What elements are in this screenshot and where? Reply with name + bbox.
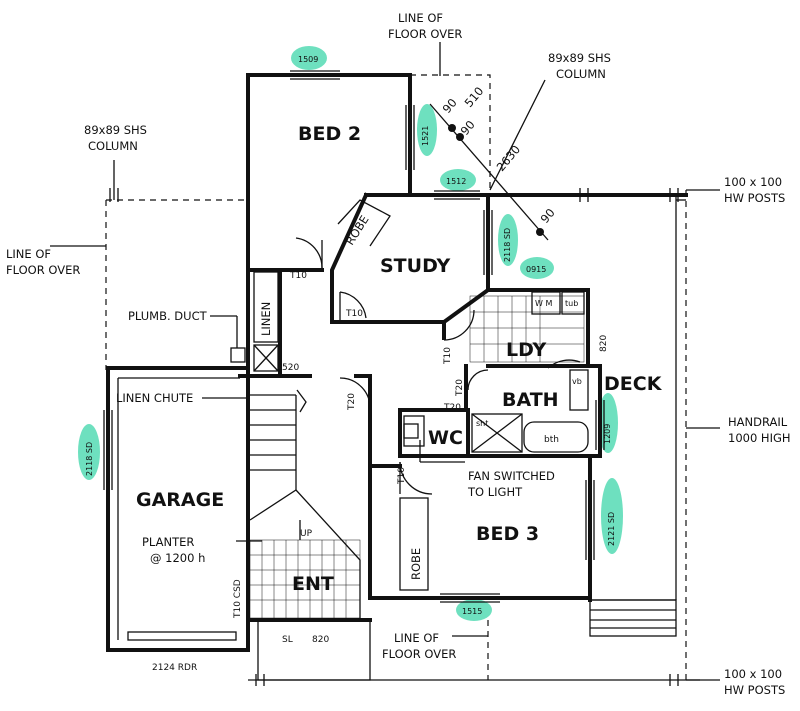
bath-label: bth [544,435,559,445]
hw-posts-top-2: HW POSTS [724,191,785,205]
door-t10-csd: T10 CSD [233,579,243,619]
linen-chute-note: LINEN CHUTE [116,391,193,405]
dim-2630: 2630 [494,142,524,173]
dim-1209: 1209 [603,424,612,444]
tub-label: tub [565,299,578,308]
dim-820-ldy: 820 [599,335,609,352]
room-label-robe-bottom: ROBE [409,548,423,580]
room-label-robe-top: ROBE [343,213,372,248]
leader-lines [50,42,720,681]
dim-2121sd: 2121 SD [607,512,616,546]
stairs [249,389,361,620]
washing-machine-label: W M [535,299,552,308]
plumb-duct-note: PLUMB. DUCT [128,309,208,323]
room-label-wc: WC [428,427,463,449]
floor-over-lines [105,74,687,680]
hw-posts-bottom-1: 100 x 100 [724,667,782,681]
robes [230,199,429,591]
floor-over-top-1: LINE OF [398,11,443,25]
dim-1515: 1515 [462,607,482,616]
dim-90-c: 90 [538,206,558,226]
floor-over-top-2: FLOOR OVER [388,27,462,41]
room-label-bed2: BED 2 [298,123,361,145]
column-right-2: COLUMN [556,67,606,81]
floor-over-left-1: LINE OF [6,247,51,261]
room-label-linen: LINEN [259,302,273,336]
fan-note-1: FAN SWITCHED [468,469,555,483]
dim-2118sd-left: 2118 SD [85,442,94,476]
windows [103,70,605,603]
dim-1512: 1512 [446,177,466,186]
dim-510: 510 [462,84,487,110]
dimension-diagonal [429,103,549,241]
roller-door-note: 2124 RDR [152,663,197,673]
dim-sl: SL [282,635,293,645]
floor-over-left-2: FLOOR OVER [6,263,80,277]
shower-label: sht [476,419,488,428]
column-left-2: COLUMN [88,139,138,153]
dim-0915: 0915 [526,265,546,274]
post-markers [109,188,679,686]
dim-520: 520 [282,363,299,373]
door-t10-study: T10 [345,309,363,319]
bath-fixtures [403,369,589,453]
dim-1509: 1509 [298,55,318,64]
door-t20-wc: T20 [443,403,461,413]
planter-height: @ 1200 h [150,551,205,565]
dim-90-a: 90 [440,96,460,116]
column-left-1: 89x89 SHS [84,123,147,137]
room-label-study: STUDY [380,255,450,277]
walls [106,73,688,652]
handrail-1: HANDRAIL [728,415,788,429]
room-label-bath: BATH [502,389,559,411]
dim-1521: 1521 [421,126,430,146]
door-t10-ldy: T10 [443,347,453,365]
doors [295,237,581,495]
room-label-deck: DECK [604,373,663,395]
window-highlights [78,46,623,621]
room-label-ldy: LDY [506,339,546,361]
room-label-garage: GARAGE [136,489,224,511]
floor-over-bottom-1: LINE OF [394,631,439,645]
hw-posts-bottom-2: HW POSTS [724,683,785,697]
floor-over-bottom-2: FLOOR OVER [382,647,456,661]
column-right-1: 89x89 SHS [548,51,611,65]
dim-820-ent: 820 [312,635,329,645]
door-t10-linen: T10 [289,271,307,281]
door-t20-stair: T20 [347,393,357,411]
hw-posts-top-1: 100 x 100 [724,175,782,189]
garage-door [117,377,240,641]
handrail-2: 1000 HIGH [728,431,791,445]
room-label-ent: ENT [292,573,334,595]
room-label-bed3: BED 3 [476,523,539,545]
fan-note-2: TO LIGHT [467,485,523,499]
door-t20-bath: T20 [455,379,465,397]
laundry-tiles [469,291,585,363]
entry-landing [248,620,700,681]
vanity-basin-label: vb [572,377,582,386]
door-t10-bed3: T10 [397,467,407,485]
dim-2118sd-top: 2118 SD [503,228,512,262]
stair-up-label: UP [300,529,313,539]
planter-label: PLANTER [142,535,194,549]
